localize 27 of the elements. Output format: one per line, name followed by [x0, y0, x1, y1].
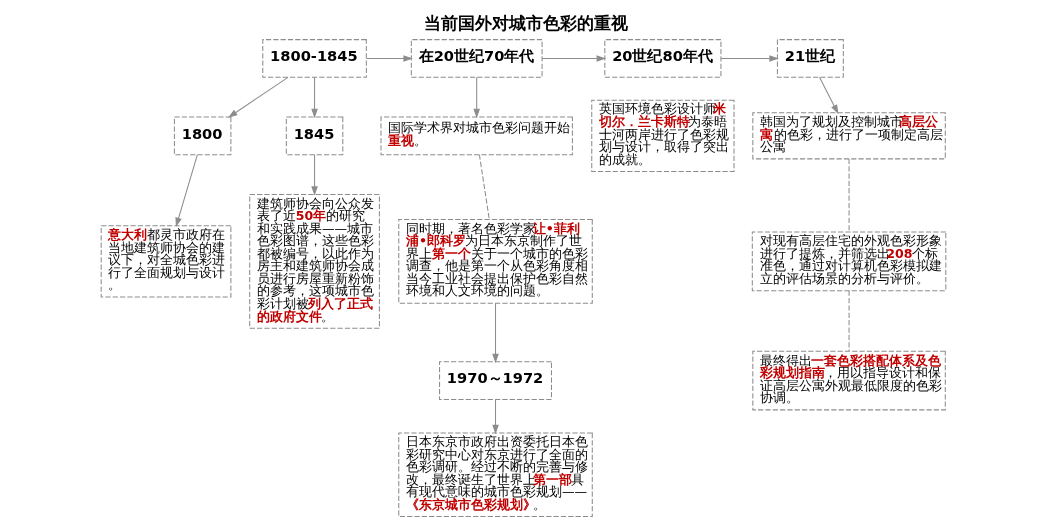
node-box: 最终得出一套色彩搭配体系及色彩规划指南，用以指导设计和保证高层公寓外观最低限度的色彩协调。 [752, 350, 946, 411]
arrow [473, 76, 480, 119]
arrow [541, 55, 606, 62]
arrow [365, 55, 413, 62]
node-box: 20世纪80年代 [604, 39, 722, 78]
node-box: 在20世纪70年代 [410, 39, 543, 78]
arrow [819, 76, 839, 115]
connector [478, 154, 490, 220]
arrow [311, 154, 318, 196]
node-box: 1800-1845 [262, 39, 367, 78]
arrow [720, 55, 779, 62]
node-box: 21世纪 [776, 39, 844, 78]
node-box: 意大利都灵市政府在当地建筑师协会的建议下，对全城色彩进行了全面规划与设计。 [100, 225, 232, 298]
node-box: 国际学术界对城市色彩问题开始重视。 [380, 116, 573, 156]
arrow [228, 76, 289, 118]
connector [848, 158, 850, 233]
arrow [492, 399, 499, 435]
node-box: 对现有高层住宅的外观色彩形象进行了提炼，并筛选出208个标准色，通过对计算机色彩模拟建立的评估场景的分析与评价。 [751, 231, 947, 292]
node-box: 1800 [173, 116, 232, 156]
node-box: 1845 [285, 116, 344, 156]
arrow [311, 76, 318, 119]
diagram-title: 当前国外对城市色彩的重视 [424, 12, 629, 33]
node-box: 1970～1972 [439, 361, 552, 400]
node-box: 建筑师协会向公众发表了近50年的研究和实践成果——城市色彩图谱，这些色彩都被编号，以此作为房主和建筑师协会成员进行房屋重新粉饰的参考，这项城市色彩计划被列入了正式的政府文件。 [249, 193, 380, 329]
connector [848, 290, 850, 352]
arrow [492, 302, 499, 364]
arrow [175, 154, 198, 228]
